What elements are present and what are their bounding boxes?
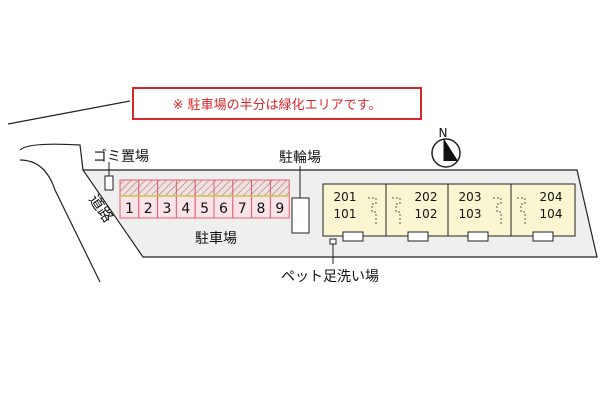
parking-number: 8 [257, 201, 266, 217]
unit-lower-number: 101 [334, 207, 357, 221]
parking-space: 5 [194, 179, 215, 219]
parking-space: 9 [269, 179, 290, 219]
parking-number: 6 [219, 201, 228, 217]
parking-number: 2 [144, 201, 153, 217]
green-area [138, 179, 159, 197]
parking-space: 6 [213, 179, 234, 219]
unit-lower-number: 103 [459, 207, 482, 221]
parking-space: 4 [175, 179, 196, 219]
green-area [175, 179, 196, 197]
unit-entrance [532, 231, 554, 242]
parking-label: 駐車場 [195, 230, 237, 247]
unit-upper-number: 202 [415, 190, 438, 204]
stairs [517, 197, 526, 226]
unit-upper-number: 201 [334, 190, 357, 204]
north-compass-icon: N [431, 126, 461, 168]
parking-space: 1 [119, 179, 140, 219]
north-label: N [439, 126, 448, 140]
notice-text: ※ 駐車場の半分は緑化エリアです。 [173, 98, 382, 113]
parking-number: 1 [125, 201, 134, 217]
unit-lower-number: 104 [540, 207, 563, 221]
garbage-label: ゴミ置場 [93, 148, 149, 165]
road-edge-top [7, 100, 131, 125]
unit-lower-number: 102 [415, 207, 438, 221]
parking-number: 5 [200, 201, 209, 217]
unit-entrance [407, 231, 429, 242]
bicycle-parking [291, 197, 310, 234]
stairs [392, 197, 401, 226]
unit-outline [447, 183, 512, 237]
green-area [213, 179, 234, 197]
unit-entrance [467, 231, 489, 242]
green-area [157, 179, 177, 197]
unit-upper-number: 203 [459, 190, 482, 204]
unit-entrance [342, 231, 364, 242]
bicycle-label: 駐輪場 [279, 149, 321, 166]
green-area [269, 179, 290, 197]
green-area [119, 179, 140, 197]
stairs [493, 197, 502, 226]
pet-wash-label: ペット足洗い場 [281, 269, 379, 285]
garbage-area [104, 175, 114, 191]
unit-outline [510, 183, 576, 237]
parking-space: 2 [138, 179, 159, 219]
pet-wash-area [329, 238, 337, 245]
unit-upper-number: 204 [540, 190, 563, 204]
green-area [232, 179, 253, 197]
parking-space: 3 [157, 179, 177, 219]
parking-number: 3 [163, 201, 172, 217]
road-edge-corner [19, 143, 84, 171]
green-area [194, 179, 215, 197]
notice-box [132, 87, 422, 120]
parking-number: 4 [181, 201, 190, 217]
road-edge-left [19, 159, 101, 283]
parking-number: 9 [275, 201, 284, 217]
green-area [251, 179, 271, 197]
stairs [368, 197, 377, 226]
parking-space: 7 [232, 179, 253, 219]
parking-space: 8 [251, 179, 271, 219]
parking-number: 7 [238, 201, 247, 217]
